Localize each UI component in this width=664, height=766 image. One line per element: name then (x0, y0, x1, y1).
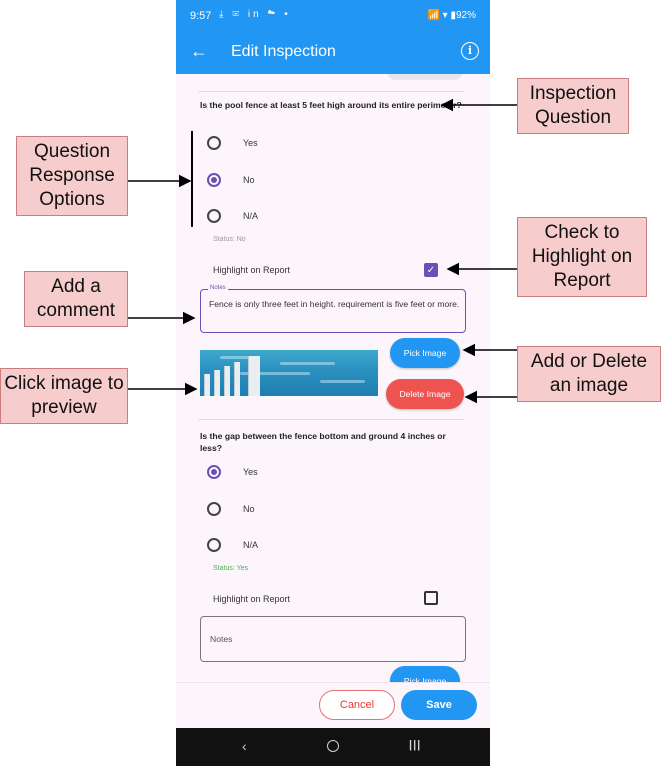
radio-label: Yes (243, 467, 258, 477)
radio-label: No (243, 175, 255, 185)
action-bar: Cancel Save (176, 682, 490, 728)
notes-field[interactable]: Notes Fence is only three feet in height… (200, 285, 466, 333)
callout-add-delete-image: Add or Delete an image (517, 346, 661, 402)
notes-label: Notes (208, 285, 228, 291)
pool-image-thumbnail[interactable] (200, 350, 378, 396)
radio-button[interactable] (207, 209, 221, 223)
check-icon: ✓ (426, 265, 436, 276)
callout-inspection-question: Inspection Question (517, 78, 629, 134)
radio-button-selected[interactable] (207, 465, 221, 479)
inspection-scroll-area[interactable]: Is the pool fence at least 5 feet high a… (176, 74, 490, 682)
notes-value[interactable]: Fence is only three feet in height. requ… (209, 299, 460, 309)
status-bar: 9:57 ⤓ ✉ in ☁ • 📶 ▾ ▮92% (176, 0, 490, 32)
pick-image-button[interactable]: Pick Image (390, 338, 460, 368)
callout-response-options: Question Response Options (16, 136, 128, 216)
back-arrow-icon[interactable]: ← (190, 41, 208, 61)
highlight-checkbox[interactable] (424, 591, 438, 605)
radio-button[interactable] (207, 136, 221, 150)
status-text: Status: No (213, 236, 246, 243)
callout-preview-image: Click image to preview (0, 368, 128, 424)
radio-label: N/A (243, 540, 259, 550)
delete-image-button[interactable]: Delete Image (386, 379, 464, 409)
radio-label: No (243, 504, 255, 514)
notification-icons: ⤓ ✉ in ☁ • (219, 9, 291, 20)
notes-placeholder: Notes (210, 634, 233, 644)
callout-highlight: Check to Highlight on Report (517, 217, 647, 297)
highlight-checkbox[interactable]: ✓ (424, 263, 438, 277)
highlight-label: Highlight on Report (213, 265, 291, 275)
info-icon[interactable]: i (461, 42, 479, 60)
radio-label: Yes (243, 138, 258, 148)
divider (198, 419, 464, 420)
status-time: 9:57 (190, 10, 212, 22)
radio-button[interactable] (207, 538, 221, 552)
question-text: Is the gap between the fence bottom and … (200, 431, 446, 453)
phone-screen: 9:57 ⤓ ✉ in ☁ • 📶 ▾ ▮92% ← Edit Inspecti… (176, 0, 490, 766)
cancel-button[interactable]: Cancel (319, 690, 395, 720)
nav-recents-icon[interactable]: ||| (409, 739, 422, 751)
radio-label: N/A (243, 211, 259, 221)
system-status-icons: 📶 ▾ ▮92% (427, 10, 476, 21)
app-bar: ← Edit Inspection i (176, 32, 490, 74)
page-title: Edit Inspection (231, 43, 336, 60)
android-nav-bar: ‹ ||| (176, 728, 490, 766)
nav-home-icon[interactable] (327, 740, 339, 752)
radio-button-selected[interactable] (207, 173, 221, 187)
notes-field[interactable]: Notes (200, 616, 466, 662)
pick-image-button[interactable]: Pick Image (390, 666, 460, 682)
nav-back-icon[interactable]: ‹ (242, 738, 247, 754)
callout-add-comment: Add a comment (24, 271, 128, 327)
status-text: Status: Yes (213, 565, 249, 572)
highlight-label: Highlight on Report (213, 594, 291, 604)
question-text: Is the pool fence at least 5 feet high a… (200, 100, 462, 110)
radio-button[interactable] (207, 502, 221, 516)
divider (198, 91, 464, 92)
save-button[interactable]: Save (401, 690, 477, 720)
previous-pick-image-button[interactable] (387, 74, 463, 80)
